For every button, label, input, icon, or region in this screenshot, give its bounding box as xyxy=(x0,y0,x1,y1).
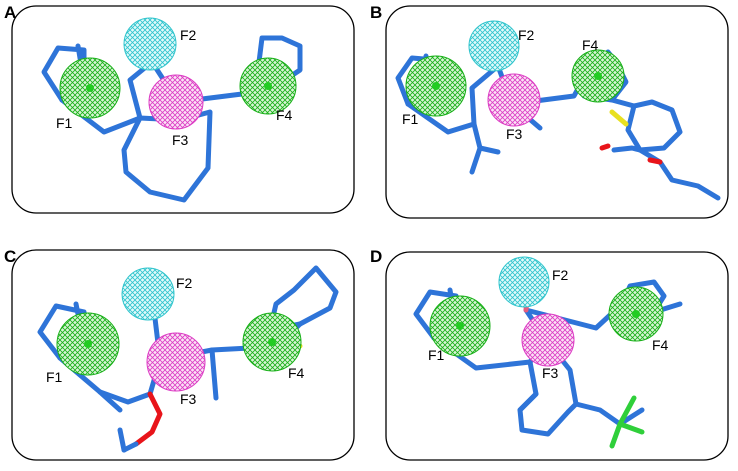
f3-positive-sphere xyxy=(521,313,575,367)
panel-letter: C xyxy=(4,247,16,266)
f1-label: F1 xyxy=(402,111,419,127)
f2-label: F2 xyxy=(176,275,193,291)
panel-b: B F1 F2 F3 F4 xyxy=(370,3,729,219)
panel-letter: D xyxy=(370,247,382,266)
f1-label: F1 xyxy=(46,369,63,385)
f1-center-dot xyxy=(86,84,94,92)
f3-label: F3 xyxy=(542,365,559,381)
f3-label: F3 xyxy=(180,391,197,407)
f1-label: F1 xyxy=(56,115,73,131)
f2-acceptor-sphere xyxy=(123,17,177,71)
f1-center-dot xyxy=(456,322,464,330)
f3-label: F3 xyxy=(172,132,189,148)
f3-positive-sphere xyxy=(146,332,206,392)
panel-c: C F1 F2 F3 F4 xyxy=(4,247,355,461)
f2-acceptor-sphere xyxy=(468,20,520,72)
f4-label: F4 xyxy=(288,365,305,381)
f1-center-dot xyxy=(432,82,440,90)
f1-label: F1 xyxy=(428,347,445,363)
f4-center-dot xyxy=(594,72,602,80)
f3-positive-sphere xyxy=(487,73,541,127)
panel-a: A F1 F2 F3 F4 xyxy=(4,3,355,214)
f4-label: F4 xyxy=(582,37,599,53)
panel-d: D F1 F2 F3 F4 xyxy=(370,247,729,461)
f3-positive-sphere xyxy=(148,74,204,130)
f2-label: F2 xyxy=(518,27,535,43)
panel-letter: B xyxy=(370,3,382,22)
f2-label: F2 xyxy=(180,27,197,43)
panel-letter: A xyxy=(4,3,16,22)
f4-center-dot xyxy=(632,310,640,318)
f4-label: F4 xyxy=(652,337,669,353)
f2-label: F2 xyxy=(552,267,569,283)
f4-label: F4 xyxy=(276,107,293,123)
f4-center-dot xyxy=(264,82,272,90)
f3-label: F3 xyxy=(506,126,523,142)
f4-center-dot xyxy=(268,338,276,346)
f2-acceptor-sphere xyxy=(121,267,175,321)
panel-frame xyxy=(385,5,729,219)
f2-acceptor-sphere xyxy=(498,256,550,308)
f1-center-dot xyxy=(84,340,92,348)
